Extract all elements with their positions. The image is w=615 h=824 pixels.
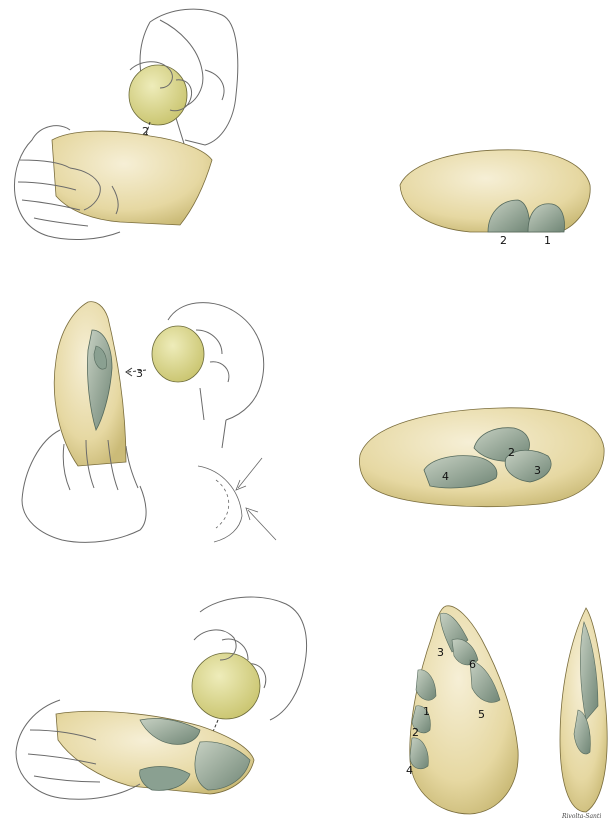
artist-signature: Rivolta-Santi xyxy=(561,813,601,820)
hammerstone-3 xyxy=(192,653,260,719)
core-cobble-2 xyxy=(360,408,605,507)
handaxe-scar-4: 4 xyxy=(406,764,413,777)
core-stone xyxy=(52,131,212,225)
handaxe-scar-3: 3 xyxy=(437,646,444,659)
hammerstone-2 xyxy=(152,326,204,382)
angle-detail-sketch xyxy=(198,458,276,542)
step3-knapping-scene xyxy=(16,597,307,799)
step1-knapping-scene: 2 xyxy=(14,9,237,239)
blow-label-2: 3 xyxy=(136,367,143,380)
handaxe-scar-2: 2 xyxy=(412,726,419,739)
scar-label-2b: 2 xyxy=(508,446,515,459)
scar-label-4: 4 xyxy=(442,470,449,483)
step3-handaxe-result: 3 6 1 2 5 4 Rivolta-Santi xyxy=(406,606,607,820)
scar-label-2: 2 xyxy=(500,234,507,247)
step2-core-result: 2 3 4 xyxy=(360,408,605,507)
handaxe-scar-5: 5 xyxy=(478,708,485,721)
step1-core-result: 2 1 xyxy=(400,150,590,247)
hammerstone xyxy=(129,65,187,125)
handaxe-scar-1: 1 xyxy=(423,705,430,718)
scar-label-1: 1 xyxy=(544,234,551,247)
scar-label-3: 3 xyxy=(534,464,541,477)
handaxe-scar-6: 6 xyxy=(469,658,476,671)
step2-knapping-scene: 3 xyxy=(22,302,276,543)
